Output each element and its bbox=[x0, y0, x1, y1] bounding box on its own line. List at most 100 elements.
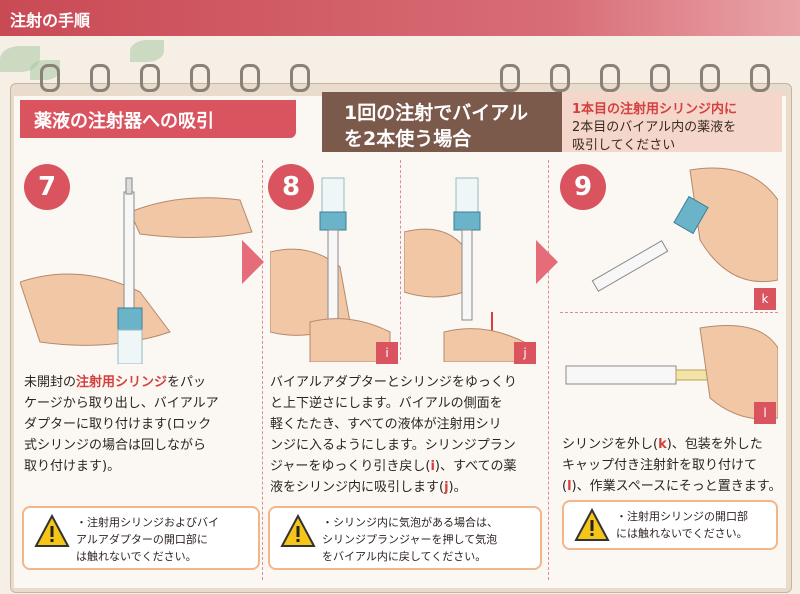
hand bbox=[404, 228, 465, 298]
step-number-7: 7 bbox=[24, 164, 70, 210]
hand-top bbox=[129, 197, 253, 239]
caution-text: ・シリンジ内に気泡がある場合は、 bbox=[322, 516, 498, 529]
step8-text: と上下逆さにします。バイアルの側面を bbox=[270, 396, 503, 411]
warning-icon bbox=[280, 514, 316, 547]
step8-text: ンジに入るようにします。シリンジプラン bbox=[270, 438, 516, 453]
step8-instructions: バイアルアダプターとシリンジをゆっくり と上下逆さにします。バイアルの側面を 軽… bbox=[270, 372, 542, 498]
step8-ref-i: i bbox=[430, 459, 435, 474]
section-title: 薬液の注射器への吸引 bbox=[34, 111, 214, 132]
step9-text: ( bbox=[562, 479, 568, 494]
two-vials-line1: 1回の注射でバイアル bbox=[344, 102, 529, 124]
top-banner: 注射の手順 bbox=[0, 0, 800, 36]
step8-text: 軽くたたき、すべての液体が注射用シリ bbox=[270, 417, 502, 432]
step8-illustration-i bbox=[270, 177, 391, 362]
step9-text: キャップ付き注射針を取り付けて bbox=[562, 458, 758, 473]
binder-ring bbox=[650, 64, 670, 92]
syringe-plunger bbox=[125, 177, 133, 195]
step8-illustration-j bbox=[404, 177, 525, 362]
step7-illustration bbox=[20, 177, 253, 364]
caution-box-step7: ・注射用シリンジおよびバイ アルアダプターの開口部に は触れないでください。 bbox=[22, 506, 260, 570]
step7-text: 取り付けます)。 bbox=[24, 459, 121, 474]
vial-adapter bbox=[453, 211, 481, 231]
binder-ring bbox=[190, 64, 210, 92]
image-label-i: i bbox=[376, 342, 398, 364]
two-vials-header: 1回の注射でバイアル を2本使う場合 bbox=[322, 92, 562, 152]
vial-adapter bbox=[319, 211, 347, 231]
syringe-barrel bbox=[461, 229, 473, 321]
image-label-l: l bbox=[754, 402, 776, 424]
two-vials-note-line2: 2本目のバイアル内の薬液を bbox=[572, 120, 737, 135]
warning-icon bbox=[574, 508, 610, 541]
step9-text: )、包装を外した bbox=[666, 437, 763, 452]
binder-ring bbox=[40, 64, 60, 92]
two-vials-note-line3: 吸引してください bbox=[572, 138, 676, 153]
step9-ref-l: l bbox=[567, 479, 572, 494]
hand bbox=[689, 167, 778, 283]
step9-text: シリンジを外し( bbox=[562, 437, 659, 452]
binder-ring bbox=[500, 64, 520, 92]
vial bbox=[117, 329, 143, 364]
next-step-arrow-icon bbox=[536, 240, 558, 284]
syringe-barrel bbox=[565, 365, 677, 385]
step7-text: 式シリンジの場合は回しながら bbox=[24, 438, 207, 453]
binder-ring bbox=[700, 64, 720, 92]
leaf-decoration bbox=[130, 40, 164, 62]
binder-ring bbox=[600, 64, 620, 92]
two-vials-line2: を2本使う場合 bbox=[344, 128, 472, 150]
panel-divider bbox=[560, 312, 778, 313]
caution-text: は触れないでください。 bbox=[76, 550, 197, 563]
binder-ring bbox=[90, 64, 110, 92]
caution-text: ・注射用シリンジの開口部 bbox=[616, 510, 748, 523]
hand-bottom bbox=[20, 273, 171, 346]
caution-box-step9: ・注射用シリンジの開口部 には触れないでください。 bbox=[562, 500, 778, 550]
column-divider bbox=[262, 160, 263, 580]
caution-text: ・注射用シリンジおよびバイ bbox=[76, 516, 219, 529]
syringe-barrel bbox=[123, 191, 135, 313]
caution-text: アルアダプターの開口部に bbox=[76, 533, 208, 546]
step7-highlight: 注射用シリンジ bbox=[76, 375, 168, 390]
binder-ring bbox=[290, 64, 310, 92]
step9-instructions: シリンジを外し(k)、包装を外した キャップ付き注射針を取り付けて (l)、作業… bbox=[562, 434, 784, 497]
image-label-j: j bbox=[514, 342, 536, 364]
binder-ring bbox=[140, 64, 160, 92]
step-number-8: 8 bbox=[268, 164, 314, 210]
step7-text: ケージから取り出し、バイアルア bbox=[24, 396, 219, 411]
step9-ref-k: k bbox=[658, 437, 667, 452]
warning-icon bbox=[34, 514, 70, 547]
syringe-barrel bbox=[327, 229, 339, 321]
vial-adapter bbox=[117, 307, 143, 333]
image-label-k: k bbox=[754, 288, 776, 310]
step8-text: )、すべての薬 bbox=[434, 459, 517, 474]
caution-text: シリンジプランジャーを押して気泡 bbox=[322, 533, 498, 546]
panel-divider bbox=[400, 160, 401, 360]
syringe-barrel bbox=[591, 240, 669, 292]
two-vials-note: 1本目の注射用シリンジ内に 2本目のバイアル内の薬液を 吸引してください bbox=[562, 92, 782, 153]
step8-text: ジャーをゆっくり引き戻し( bbox=[270, 459, 431, 474]
two-vials-note-highlight: 1本目の注射用シリンジ内に bbox=[572, 102, 738, 117]
binder-ring bbox=[750, 64, 770, 92]
step8-text: バイアルアダプターとシリンジをゆっくり bbox=[270, 375, 517, 390]
next-step-arrow-icon bbox=[242, 240, 264, 284]
vial bbox=[321, 177, 345, 215]
column-divider bbox=[548, 160, 549, 580]
caution-box-step8: ・シリンジ内に気泡がある場合は、 シリンジプランジャーを押して気泡 をバイアル内… bbox=[268, 506, 542, 570]
step8-ref-j: j bbox=[444, 480, 449, 495]
step7-text: ダプターに取り付けます(ロック bbox=[24, 417, 212, 432]
hand bbox=[699, 325, 778, 420]
binder-ring bbox=[550, 64, 570, 92]
section-header: 薬液の注射器への吸引 bbox=[20, 100, 296, 138]
hand-lower bbox=[443, 328, 525, 362]
step7-instructions: 未開封の注射用シリンジをパッ ケージから取り出し、バイアルア ダプターに取り付け… bbox=[24, 372, 256, 477]
vial-adapter bbox=[673, 195, 709, 235]
page-title: 注射の手順 bbox=[10, 11, 91, 30]
step9-illustration-l bbox=[565, 325, 778, 420]
vial bbox=[455, 177, 479, 215]
step7-text: 未開封の bbox=[24, 375, 77, 390]
step-number-9: 9 bbox=[560, 164, 606, 210]
step9-text: )、作業スペースにそっと置きます。 bbox=[571, 479, 782, 494]
binder-ring bbox=[240, 64, 260, 92]
step7-text: をパッ bbox=[167, 375, 207, 390]
step8-text: 液をシリンジ内に吸引します( bbox=[270, 480, 445, 495]
step9-illustration-k bbox=[591, 167, 778, 292]
caution-text: には触れないでください。 bbox=[616, 527, 748, 540]
